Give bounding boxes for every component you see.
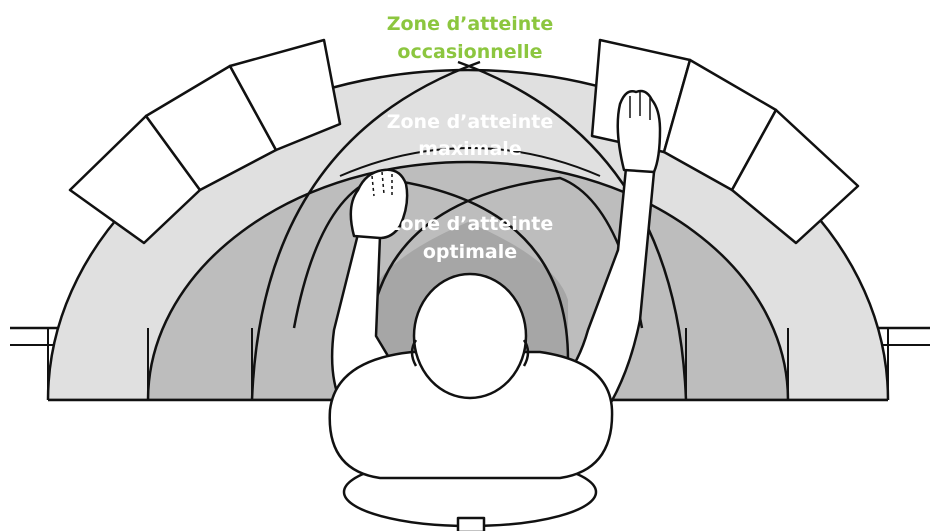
maximal-zone-label-line2: maximale [418, 138, 521, 160]
chair-post [458, 518, 484, 531]
occasional-zone-label-line1: Zone d’atteinte [387, 13, 554, 35]
right-hand [618, 91, 660, 172]
optimal-zone-label-line1: Zone d’atteinte [387, 213, 554, 235]
head [414, 274, 526, 398]
optimal-zone-label-line2: optimale [423, 241, 517, 263]
occasional-zone-label-line2: occasionnelle [397, 41, 542, 63]
maximal-zone-label-line1: Zone d’atteinte [387, 111, 554, 133]
